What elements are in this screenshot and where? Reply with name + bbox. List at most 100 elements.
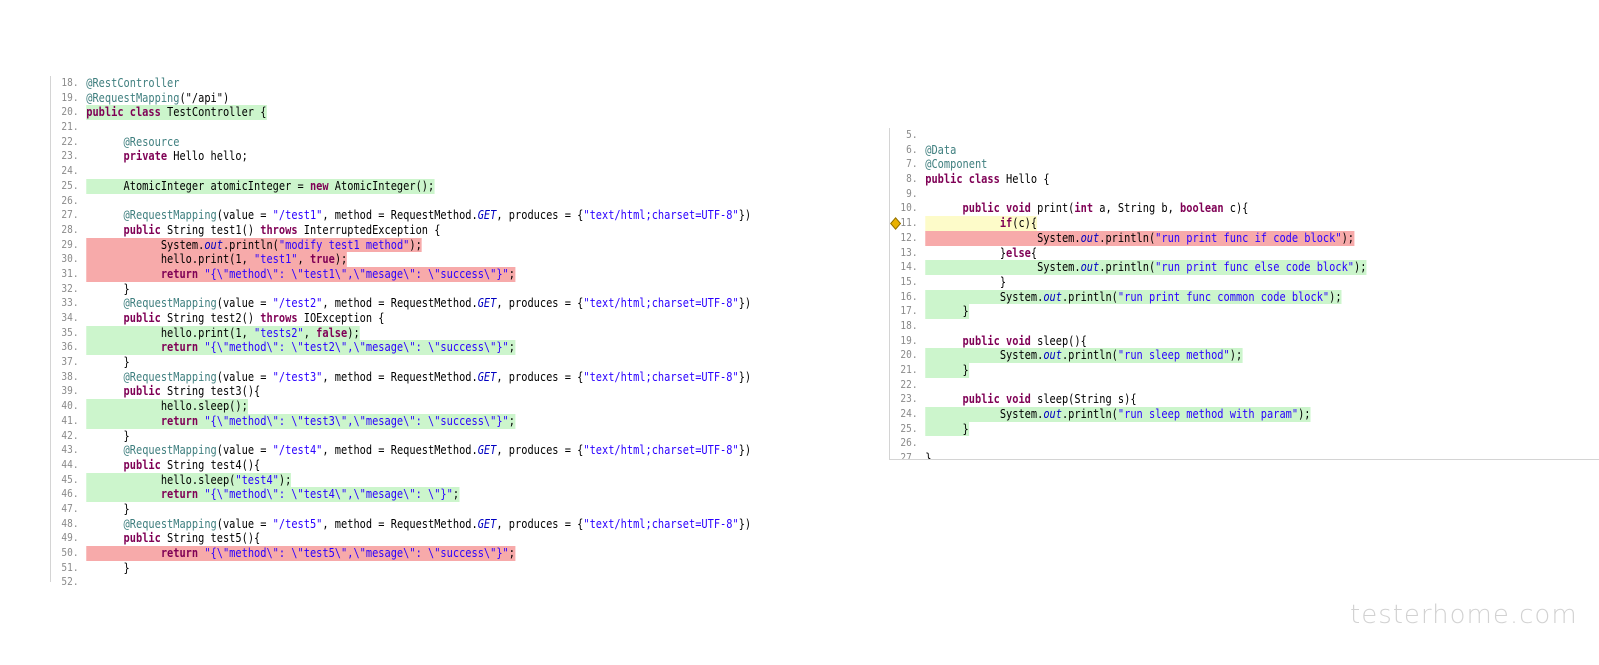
code-line[interactable]: 6.@Data — [890, 143, 1597, 158]
code-line[interactable]: 10. public void print(int a, String b, b… — [890, 201, 1597, 216]
code-text: hello.print(1, "test1", true); — [86, 252, 347, 267]
code-token: public — [123, 222, 161, 237]
code-token: public class — [925, 172, 1000, 187]
code-line[interactable]: 8.public class Hello { — [890, 172, 1597, 187]
code-line[interactable]: 51. } — [51, 561, 828, 576]
code-line[interactable]: 33. @RequestMapping(value = "/test2", me… — [51, 296, 828, 311]
code-token: "text/html;charset=UTF-8" — [583, 516, 739, 531]
line-number: 45. — [61, 472, 79, 486]
line-number: 25. — [61, 178, 79, 192]
code-line[interactable]: 34. public String test2() throws IOExcep… — [51, 311, 828, 326]
code-line[interactable]: 42. } — [51, 429, 828, 444]
code-line[interactable]: 5. — [890, 128, 1597, 143]
code-line[interactable]: 29. System.out.println("modify test1 met… — [51, 237, 828, 253]
code-line[interactable]: 22. @Resource — [51, 135, 828, 150]
line-number: 19. — [900, 333, 918, 347]
code-text: public void sleep(){ — [925, 334, 1087, 349]
code-line[interactable]: 18. — [890, 319, 1597, 334]
code-line[interactable]: 37. } — [51, 355, 828, 370]
code-line[interactable]: 35. hello.print(1, "tests2", false); — [51, 325, 828, 341]
code-line[interactable]: 27.} — [890, 451, 1597, 459]
code-line[interactable]: 14. System.out.println("run print func e… — [890, 260, 1597, 275]
code-text: public void print(int a, String b, boole… — [925, 201, 1249, 216]
code-token: ("/api") — [179, 90, 230, 105]
code-line[interactable]: 28. public String test1() throws Interru… — [51, 223, 828, 238]
code-line[interactable]: 25. } — [890, 421, 1597, 437]
code-token: out — [1043, 348, 1062, 363]
line-number: 23. — [61, 149, 79, 163]
code-line[interactable]: 12. System.out.println("run print func i… — [890, 230, 1597, 246]
code-token: "text/html;charset=UTF-8" — [583, 296, 739, 311]
line-number: 49. — [61, 531, 79, 545]
code-line[interactable]: 49. public String test5(){ — [51, 531, 828, 546]
code-text: @Component — [925, 157, 987, 172]
code-line[interactable]: 19. public void sleep(){ — [890, 334, 1597, 349]
code-token: throws — [260, 222, 298, 237]
code-line[interactable]: 17. } — [890, 304, 1597, 319]
code-line[interactable]: 46. return "{\"method\": \"test4\",\"mes… — [51, 487, 828, 502]
code-token: hello.sleep(); — [86, 399, 248, 414]
code-line[interactable]: 21. } — [890, 363, 1597, 378]
code-token: String test1() — [160, 222, 261, 237]
code-text: } — [925, 363, 969, 378]
code-line[interactable]: 40. hello.sleep(); — [51, 399, 828, 414]
line-number: 26. — [61, 193, 79, 207]
code-token: .println( — [1061, 348, 1118, 363]
code-line[interactable]: 31. return "{\"method\": \"test1\",\"mes… — [51, 266, 828, 282]
code-line[interactable]: 15. } — [890, 275, 1597, 290]
code-text: return "{\"method\": \"test1\",\"mesage\… — [86, 266, 515, 282]
code-line[interactable]: 38. @RequestMapping(value = "/test3", me… — [51, 370, 828, 385]
code-line[interactable]: 9. — [890, 187, 1597, 202]
code-line[interactable]: 11. if(c){ — [890, 216, 1597, 231]
code-line[interactable]: 23. private Hello hello; — [51, 149, 828, 164]
line-number: 23. — [900, 392, 918, 406]
code-line[interactable]: 41. return "{\"method\": \"test3\",\"mes… — [51, 413, 828, 429]
code-line[interactable]: 50. return "{\"method\": \"test5\",\"mes… — [51, 546, 828, 561]
code-text: hello.sleep("test4"); — [86, 472, 291, 488]
code-token: String test2() — [160, 311, 261, 325]
code-token: } — [925, 363, 969, 377]
code-line[interactable]: 26. — [890, 436, 1597, 451]
code-line[interactable]: 43. @RequestMapping(value = "/test4", me… — [51, 443, 828, 458]
code-line[interactable]: 21. — [51, 120, 828, 135]
code-line[interactable]: 7.@Component — [890, 157, 1597, 172]
code-line[interactable]: 20. System.out.println("run sleep method… — [890, 348, 1597, 364]
code-line[interactable]: 13. }else{ — [890, 246, 1597, 261]
code-token: .println( — [1099, 230, 1156, 245]
code-token: ; — [508, 413, 515, 428]
code-line[interactable]: 39. public String test3(){ — [51, 384, 828, 399]
code-line[interactable]: 22. — [890, 378, 1597, 393]
code-token: public — [123, 457, 161, 472]
code-line[interactable]: 19.@RequestMapping("/api") — [51, 91, 828, 106]
code-line[interactable]: 16. System.out.println("run print func c… — [890, 289, 1597, 305]
code-token: }) — [738, 208, 752, 223]
code-token: System. — [925, 260, 1081, 275]
code-line[interactable]: 23. public void sleep(String s){ — [890, 392, 1597, 407]
code-token: public void — [962, 201, 1031, 216]
code-line[interactable]: 45. hello.sleep("test4"); — [51, 472, 828, 488]
code-line[interactable]: 24. — [51, 164, 828, 179]
code-line[interactable]: 20.public class TestController { — [51, 105, 828, 121]
code-line[interactable]: 24. System.out.println("run sleep method… — [890, 407, 1597, 422]
code-line[interactable]: 36. return "{\"method\": \"test2\",\"mes… — [51, 340, 828, 356]
code-line[interactable]: 18.@RestController — [51, 76, 828, 91]
code-line[interactable]: 48. @RequestMapping(value = "/test5", me… — [51, 517, 828, 532]
code-token: , produces = { — [496, 516, 584, 531]
code-token: } — [86, 428, 130, 443]
code-token: "text/html;charset=UTF-8" — [583, 443, 739, 458]
code-line[interactable]: 25. AtomicInteger atomicInteger = new At… — [51, 178, 828, 194]
code-line[interactable]: 30. hello.print(1, "test1", true); — [51, 252, 828, 267]
code-text: return "{\"method\": \"test5\",\"mesage\… — [86, 546, 515, 561]
code-line[interactable]: 27. @RequestMapping(value = "/test1", me… — [51, 208, 828, 223]
code-token: "tests2" — [254, 325, 304, 340]
code-line[interactable]: 47. } — [51, 502, 828, 517]
code-token — [86, 443, 123, 457]
code-line[interactable]: 44. public String test4(){ — [51, 458, 828, 473]
code-token: GET — [477, 516, 497, 531]
code-line[interactable]: 26. — [51, 194, 828, 209]
code-line[interactable]: 32. } — [51, 282, 828, 297]
code-line[interactable]: 52. — [51, 575, 828, 590]
code-token: @RequestMapping — [123, 296, 217, 311]
